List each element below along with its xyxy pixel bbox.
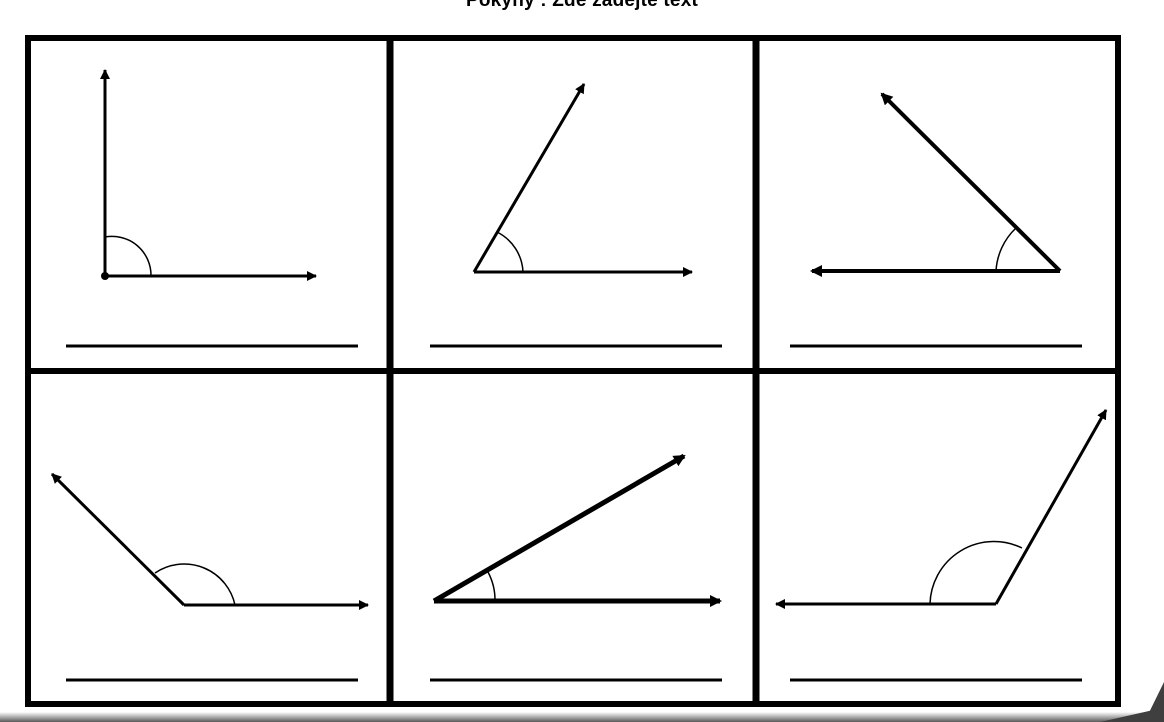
angle-ray bbox=[472, 83, 586, 273]
angle-arc bbox=[487, 571, 496, 602]
page-heading: Pokyny : Zde zadejte text bbox=[465, 0, 698, 11]
angle-cell-3 bbox=[790, 92, 1082, 348]
angle-arc bbox=[154, 563, 236, 606]
angle-arc bbox=[995, 227, 1017, 272]
angle-ray bbox=[432, 453, 686, 604]
angle-ray bbox=[50, 472, 186, 607]
angle-arc bbox=[104, 235, 152, 277]
vertex-dot bbox=[101, 272, 109, 280]
angle-cell-5 bbox=[430, 453, 722, 682]
bottom-edge-shadow bbox=[0, 712, 1164, 722]
angle-cell-2 bbox=[430, 83, 722, 348]
grid-frame bbox=[25, 35, 1121, 707]
angle-ray bbox=[880, 92, 1062, 273]
angle-cell-4 bbox=[50, 472, 369, 682]
angle-cell-6 bbox=[775, 409, 1108, 682]
angle-arc bbox=[496, 231, 524, 273]
angle-arc bbox=[929, 540, 1023, 605]
angle-ray bbox=[994, 409, 1108, 605]
angle-cell-1 bbox=[66, 69, 358, 348]
